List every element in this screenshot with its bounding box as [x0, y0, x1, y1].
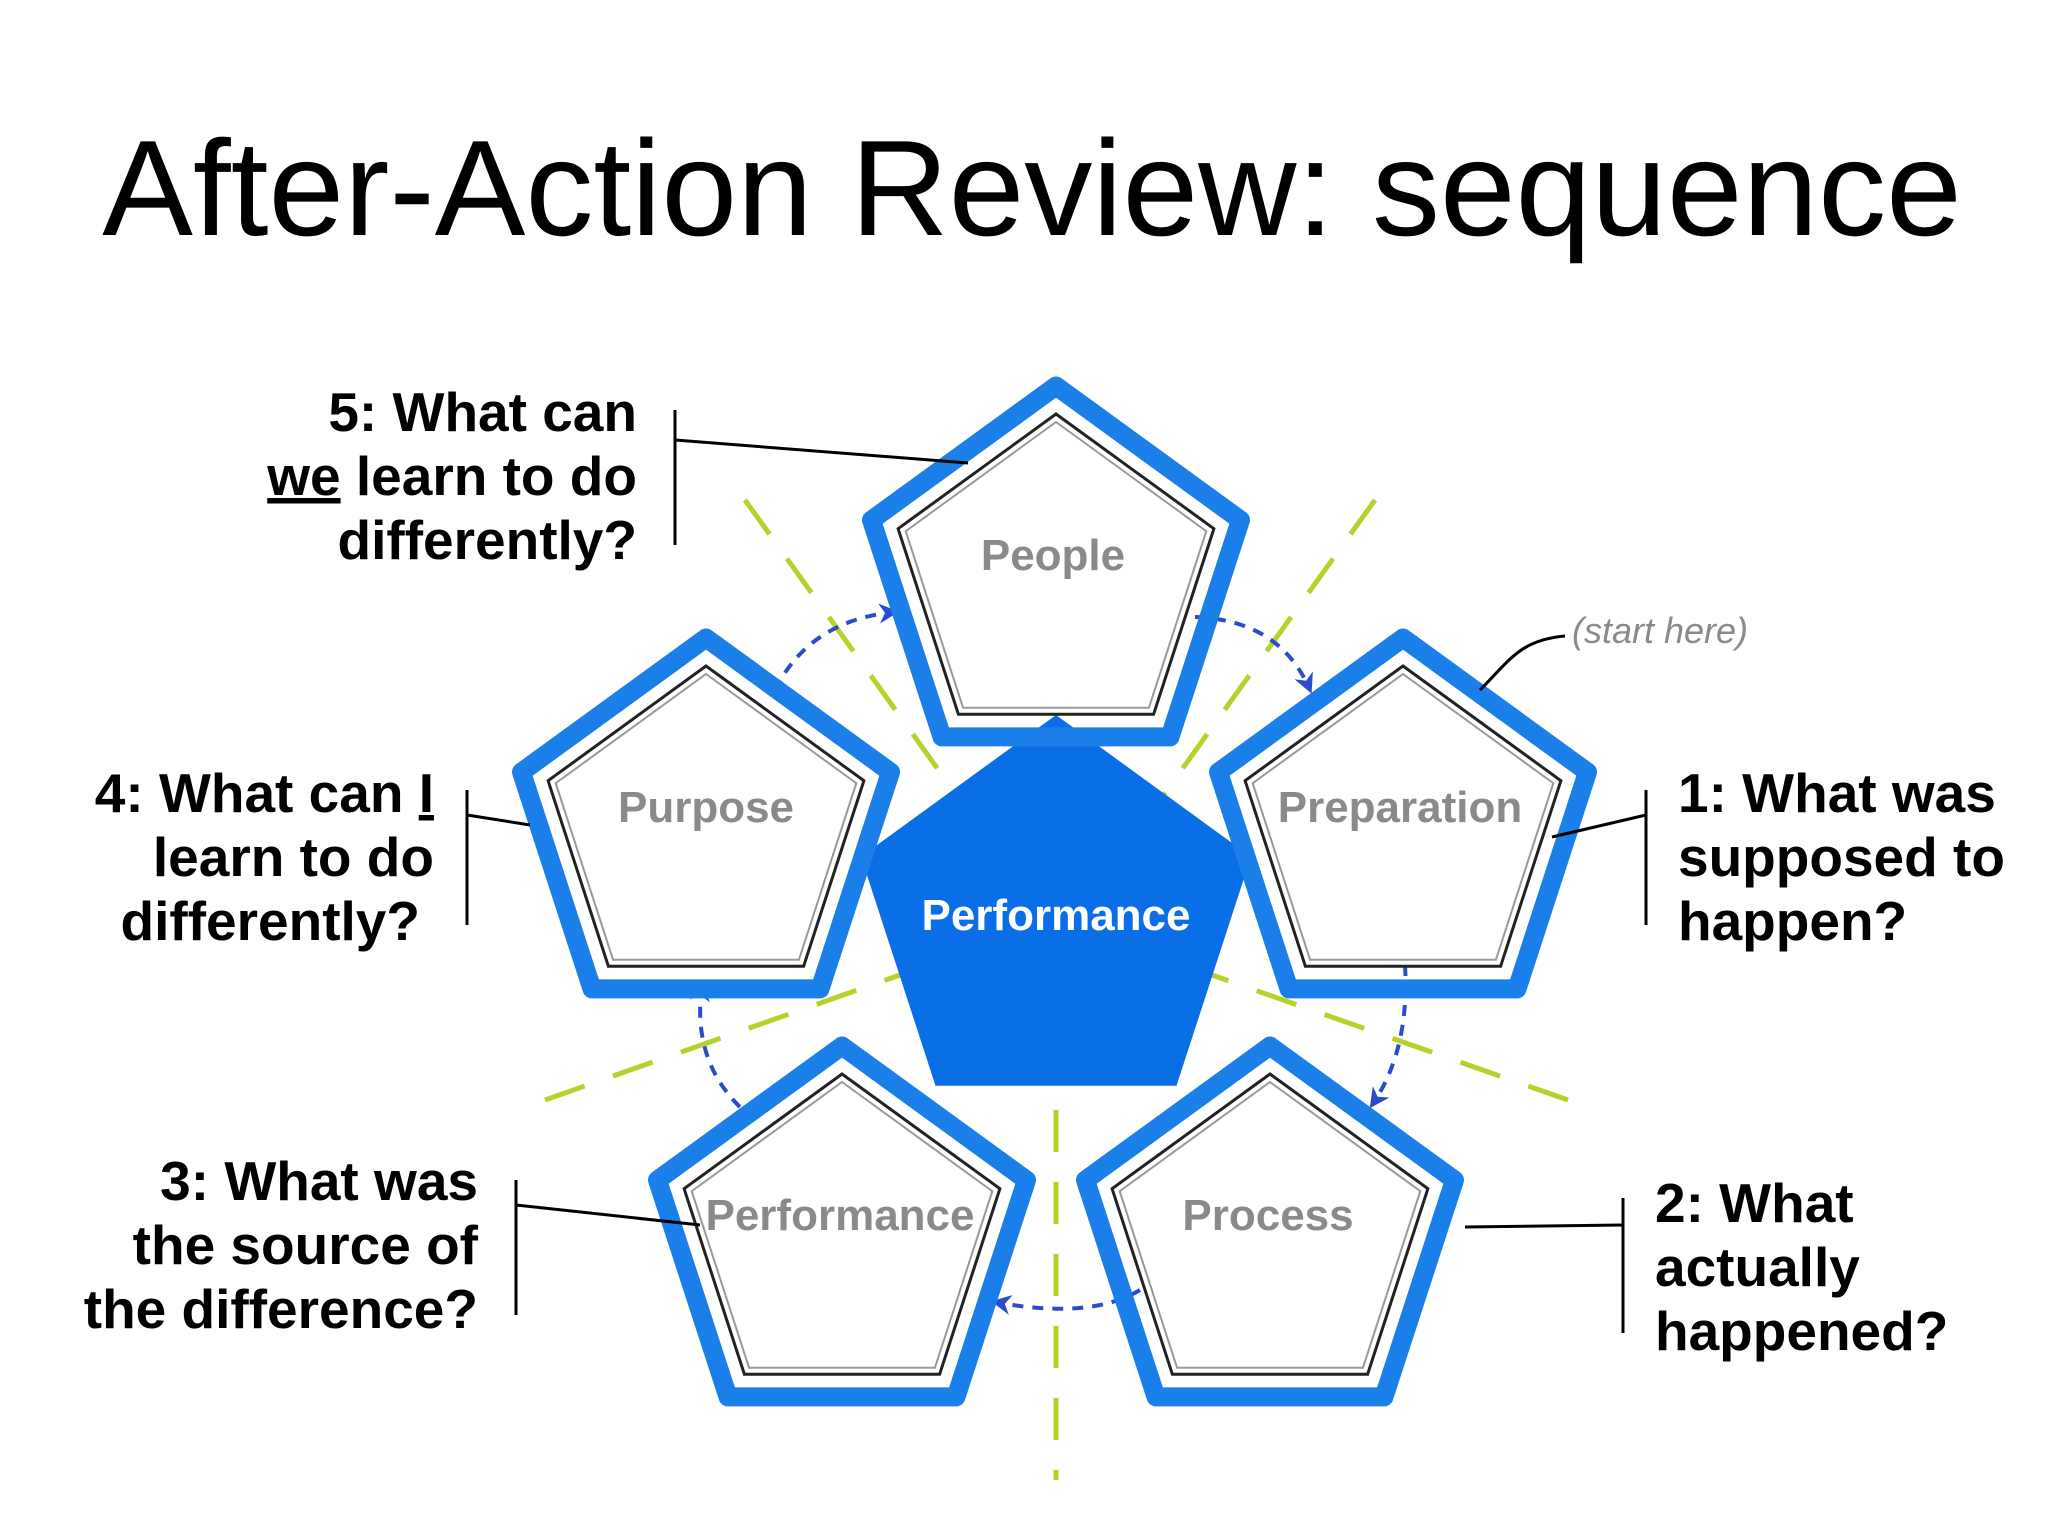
pentagon-people-label: People — [981, 531, 1125, 580]
pentagon-purpose-frame — [512, 628, 900, 999]
question-5-line-2: we learn to do — [266, 445, 637, 507]
cycle-arrow-performance-to-purpose — [689, 981, 757, 1122]
pentagon-performance-inner-line — [690, 1080, 994, 1369]
guide-line-upper-right — [1157, 498, 1378, 802]
center-pentagon-shape — [861, 715, 1251, 1086]
start-hint-label: (start here) — [1572, 610, 1748, 651]
question-5: 5: What can we learn to do differently? — [266, 381, 969, 571]
pentagon-people: People — [862, 376, 1250, 747]
start-hint-pointer — [1478, 634, 1566, 692]
question-5-line-1: 5: What can — [328, 381, 637, 443]
cycle-arrows — [689, 603, 1408, 1315]
pentagon-purpose: Purpose — [512, 628, 900, 999]
pentagon-process: Process — [1076, 1036, 1464, 1407]
question-4: 4: What can I learn to do differently? — [95, 762, 531, 952]
question-5-leader — [674, 438, 969, 465]
pentagon-people-inner — [896, 412, 1216, 716]
pentagon-performance: Performance — [648, 1036, 1036, 1407]
question-5-line-3: differently? — [338, 509, 637, 571]
pentagon-process-inner — [1110, 1072, 1430, 1376]
question-2: 2: What actually happened? — [1464, 1172, 1948, 1362]
pentagon-purpose-label: Purpose — [618, 783, 794, 832]
question-1-line-3: happen? — [1678, 890, 1907, 952]
question-5-line-2-rest: learn to do — [341, 445, 637, 507]
question-3: 3: What was the source of the difference… — [84, 1150, 701, 1340]
pentagon-preparation-inner — [1243, 664, 1563, 968]
pentagon-performance-inner — [682, 1072, 1002, 1376]
pentagon-performance-label: Performance — [705, 1191, 974, 1240]
question-2-leader — [1464, 1223, 1624, 1229]
cycle-arrow-process-to-performance — [991, 1288, 1142, 1315]
question-1-leader — [1551, 813, 1647, 839]
pentagon-process-frame — [1076, 1036, 1464, 1407]
question-2-line-3: happened? — [1655, 1300, 1948, 1362]
pentagon-people-inner-line — [904, 420, 1208, 709]
pentagon-people-frame — [862, 376, 1250, 747]
center-pentagon-label: Performance — [921, 891, 1190, 940]
question-2-line-2: actually — [1655, 1236, 1860, 1298]
question-3-leader — [515, 1203, 701, 1227]
pentagon-purpose-inner — [546, 664, 866, 968]
guide-line-upper-left — [742, 498, 963, 802]
question-3-line-2: the source of — [133, 1214, 479, 1276]
question-2-line-1: 2: What — [1655, 1172, 1854, 1234]
question-4-emphasis: I — [419, 762, 434, 824]
question-1-line-1: 1: What was — [1678, 762, 1996, 824]
pentagon-preparation: Preparation — [1209, 628, 1597, 999]
pentagon-preparation-frame — [1209, 628, 1597, 999]
guide-line-lower-left — [544, 972, 901, 1103]
pentagon-purpose-inner-line — [554, 672, 858, 961]
question-4-line-2: learn to do — [153, 826, 434, 888]
question-3-line-1: 3: What was — [160, 1150, 478, 1212]
pentagon-process-inner-line — [1118, 1080, 1422, 1369]
pentagon-preparation-inner-line — [1251, 672, 1555, 961]
start-hint: (start here) — [1478, 610, 1748, 692]
pentagon-process-label: Process — [1182, 1191, 1353, 1240]
center-pentagon: Performance — [861, 715, 1251, 1086]
question-1-line-2: supposed to — [1678, 826, 2005, 888]
question-5-emphasis: we — [266, 445, 340, 507]
question-4-line-1-prefix: 4: What can — [95, 762, 419, 824]
pentagon-performance-frame — [648, 1036, 1036, 1407]
cycle-arrow-people-to-preparation — [1194, 615, 1313, 694]
question-3-line-3: the difference? — [84, 1278, 478, 1340]
question-4-line-1: 4: What can I — [95, 762, 434, 824]
question-4-line-3: differently? — [121, 890, 420, 952]
question-1: 1: What was supposed to happen? — [1551, 762, 2005, 952]
guide-line-lower-right — [1211, 972, 1569, 1103]
pentagon-preparation-label: Preparation — [1278, 783, 1523, 832]
guide-lines — [544, 498, 1569, 1480]
page-title: After-Action Review: sequence — [102, 112, 1962, 264]
question-4-leader — [466, 813, 531, 827]
